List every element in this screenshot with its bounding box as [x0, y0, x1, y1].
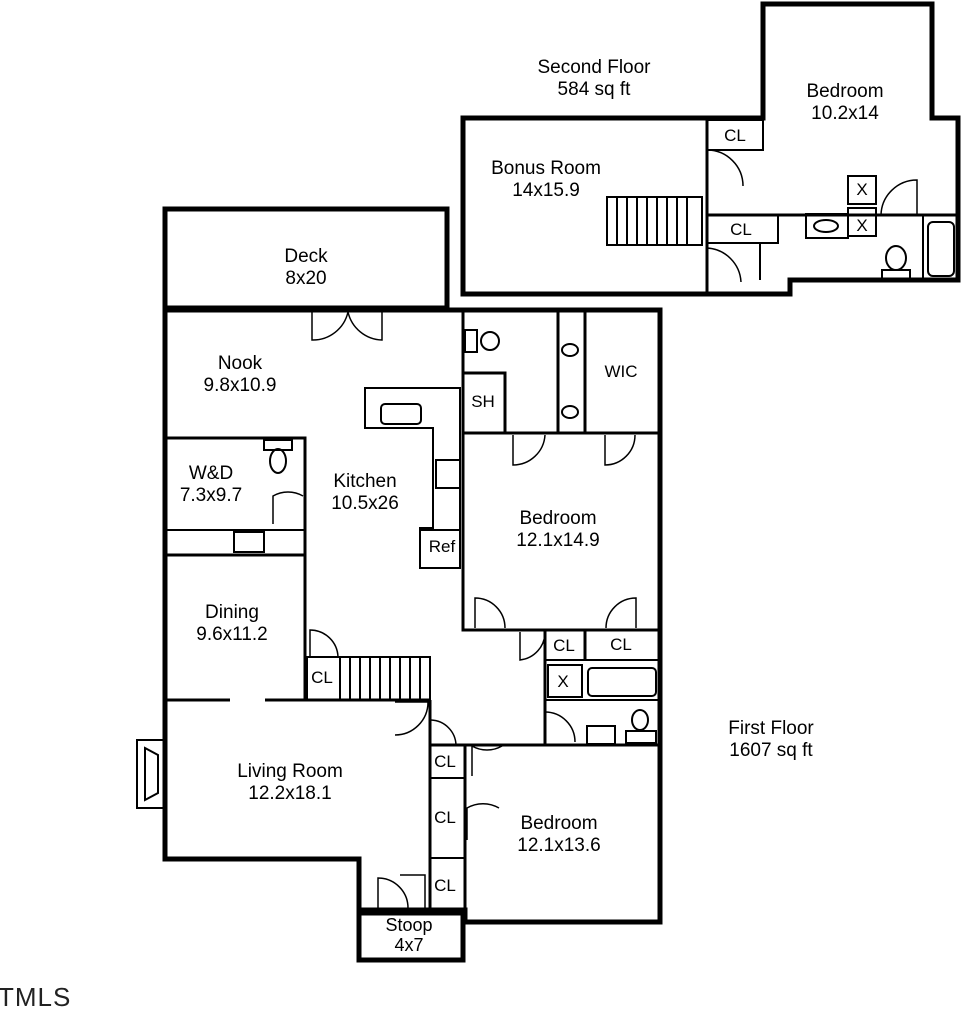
room-size: 10.5x26	[331, 493, 399, 514]
closet-label: CL	[553, 636, 575, 655]
room-name: Dining	[205, 602, 259, 623]
room-size: 9.8x10.9	[203, 375, 277, 396]
room-size: 4x7	[394, 935, 424, 955]
room-name: Kitchen	[333, 471, 397, 492]
closet-label: CL	[434, 752, 456, 771]
room-size: 7.3x9.7	[179, 485, 243, 506]
room-name: Stoop	[385, 915, 433, 935]
room-name: W&D	[188, 463, 234, 484]
x-label: X	[856, 216, 868, 235]
closet-label: CL	[724, 126, 746, 145]
room-name: Bedroom	[519, 508, 597, 529]
closet-label: CL	[730, 220, 752, 239]
first-floor-name: First Floor	[728, 718, 814, 739]
second-floor-walls	[460, 1, 961, 297]
second-floor-area: 584 sq ft	[557, 79, 631, 100]
x-label: X	[856, 180, 868, 199]
room-name: Deck	[284, 246, 328, 267]
second-floor-name: Second Floor	[537, 57, 651, 78]
room-wd: W&D 7.3x9.7	[180, 463, 242, 507]
wic-label: WIC	[604, 362, 638, 381]
first-floor-walls	[162, 307, 663, 925]
watermark: TMLS	[0, 982, 72, 1009]
room-bedroom-main: Bedroom 12.1x14.9	[516, 508, 599, 552]
room-deck: Deck 8x20	[284, 246, 327, 290]
room-name: Bonus Room	[491, 158, 601, 179]
x-label: X	[557, 672, 569, 691]
first-floor-stairs	[306, 656, 431, 701]
room-living-room: Living Room 12.2x18.1	[237, 761, 343, 805]
closet-label: CL	[311, 668, 333, 687]
room-name: Living Room	[237, 761, 343, 782]
room-name: Bedroom	[520, 813, 598, 834]
room-size: 12.2x18.1	[248, 783, 332, 804]
room-nook: Nook 9.8x10.9	[204, 353, 277, 397]
first-floor-title: First Floor 1607 sq ft	[728, 718, 814, 762]
room-size: 12.1x14.9	[516, 530, 600, 551]
second-floor-title: Second Floor 584 sq ft	[537, 57, 650, 101]
refrigerator-label: Ref	[428, 537, 456, 556]
room-kitchen: Kitchen 10.5x26	[331, 471, 399, 515]
room-bonus-room: Bonus Room 14x15.9	[491, 158, 601, 202]
room-size: 10.2x14	[811, 103, 879, 124]
second-floor-stairs	[606, 196, 703, 246]
room-size: 9.6x11.2	[196, 624, 268, 645]
room-name: Bedroom	[806, 81, 884, 102]
first-floor-fixtures	[136, 329, 657, 809]
room-name: Nook	[217, 353, 263, 374]
room-dining: Dining 9.6x11.2	[196, 602, 267, 646]
stoop-outline	[356, 910, 466, 963]
second-floor-fixtures	[706, 149, 959, 283]
closet-label: CL	[434, 876, 456, 895]
room-stoop: Stoop 4x7	[385, 915, 432, 955]
first-floor-area: 1607 sq ft	[729, 740, 813, 761]
closet-label: CL	[434, 808, 456, 827]
shower-label: SH	[471, 392, 495, 411]
closet-label: CL	[610, 635, 632, 654]
room-bedroom-upstairs: Bedroom 10.2x14	[806, 81, 883, 125]
room-size: 14x15.9	[512, 180, 580, 201]
room-size: 12.1x13.6	[517, 835, 601, 856]
room-bedroom-front: Bedroom 12.1x13.6	[517, 813, 600, 857]
room-size: 8x20	[285, 268, 327, 289]
first-floor-doors	[272, 311, 637, 909]
